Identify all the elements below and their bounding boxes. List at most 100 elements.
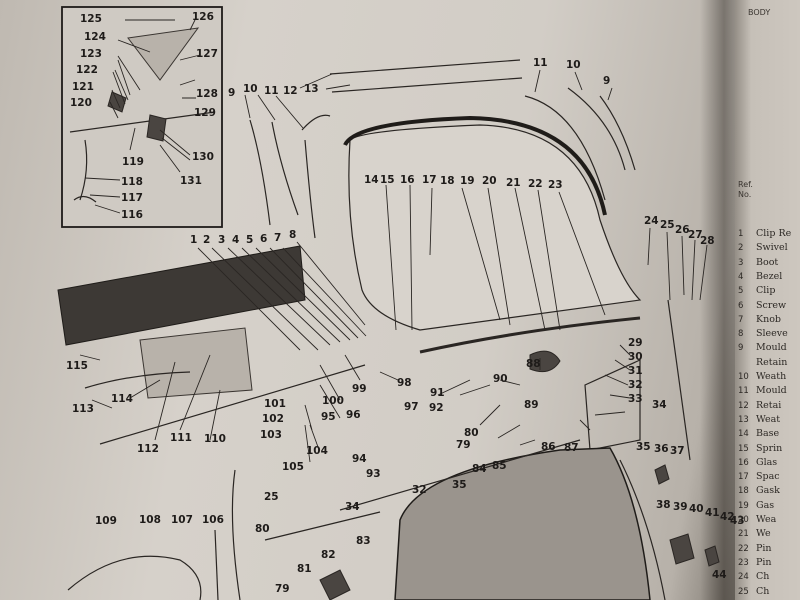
parts-list-description: Pin (756, 542, 772, 554)
callout-124: 124 (84, 31, 106, 43)
callout-40: 40 (689, 503, 704, 515)
callout-102: 102 (262, 413, 284, 425)
sill-rod (339, 439, 581, 511)
callout-11-right: 11 (533, 57, 548, 69)
parts-list-ref-number: 18 (738, 486, 749, 497)
callout-105: 105 (282, 461, 304, 473)
callout-109: 109 (95, 515, 117, 527)
callout-85: 85 (492, 460, 507, 472)
parts-list-description: Bezel (756, 270, 783, 282)
ref-heading-1: Ref. (738, 180, 753, 189)
callout-89: 89 (524, 399, 539, 411)
parts-list-ref-number: 23 (738, 557, 749, 568)
callout-10-right: 10 (566, 59, 581, 71)
callout-29: 29 (628, 337, 643, 349)
latch-assembly (529, 350, 561, 373)
callout-5: 5 (246, 234, 253, 246)
parts-list-description: Glas (756, 456, 778, 468)
callout-108: 108 (139, 514, 161, 526)
callout-13: 13 (304, 83, 319, 95)
book-gutter (700, 0, 740, 600)
callout-41: 41 (705, 507, 720, 519)
callout-80-low: 80 (255, 523, 270, 535)
inset-vent-housing (127, 27, 200, 81)
callout-42: 42 (720, 511, 735, 523)
callout-99: 99 (352, 383, 367, 395)
callout-128: 128 (196, 88, 218, 100)
parts-list-description: Boot (756, 256, 779, 268)
inset-cable (79, 139, 88, 201)
rear-channel (619, 459, 666, 600)
callout-30: 30 (628, 351, 643, 363)
callout-87: 87 (564, 442, 579, 454)
molding-right-11 (524, 95, 606, 201)
callout-16: 16 (400, 174, 415, 186)
callout-103: 103 (260, 429, 282, 441)
parts-list-ref-number: 16 (738, 457, 749, 468)
callout-104: 104 (306, 445, 328, 457)
parts-list-description: We (756, 528, 771, 540)
callout-34-low: 34 (345, 501, 360, 513)
parts-list-description: Clip (756, 285, 776, 297)
callout-93: 93 (366, 468, 381, 480)
callout-32-right: 32 (628, 379, 643, 391)
inset-hinge (146, 114, 167, 142)
parts-list-ref-number: 5 (738, 286, 744, 297)
callout-113: 113 (72, 403, 94, 415)
callout-79-mid: 79 (456, 439, 471, 451)
molding-upper-1 (329, 59, 521, 75)
callout-35-right: 35 (636, 441, 651, 453)
regulator-arm (84, 371, 191, 389)
parts-list-description: Clip Re (756, 228, 792, 239)
callout-106: 106 (202, 514, 224, 526)
callout-39: 39 (673, 501, 688, 513)
callout-33: 33 (628, 393, 643, 405)
callout-118: 118 (121, 176, 143, 188)
callout-88: 88 (526, 358, 541, 370)
callout-95: 95 (321, 411, 336, 423)
callout-21: 21 (506, 177, 521, 189)
callout-123: 123 (80, 48, 102, 60)
callout-44: 44 (712, 569, 727, 581)
parts-list-ref-number: 12 (738, 400, 749, 411)
callout-84: 84 (472, 463, 487, 475)
callout-127: 127 (196, 48, 218, 60)
callout-6: 6 (260, 233, 267, 245)
regulator-plate (139, 327, 253, 399)
parts-list-description: Mould (756, 385, 787, 397)
door-glass (394, 447, 651, 600)
molding-upper-2 (331, 77, 523, 93)
parts-list-ref-number: 3 (738, 257, 744, 268)
parts-list-description: Retai (756, 399, 782, 411)
pivot-82 (319, 569, 351, 600)
callout-92: 92 (429, 402, 444, 414)
callout-4: 4 (232, 234, 239, 246)
callout-23: 23 (548, 179, 563, 191)
callout-17: 17 (422, 174, 437, 186)
parts-list-ref-number: 21 (738, 529, 749, 540)
parts-list-description: Weat (756, 413, 781, 425)
callout-91: 91 (430, 387, 445, 399)
callout-27: 27 (688, 229, 703, 241)
rod-106 (214, 529, 219, 600)
callout-117: 117 (121, 192, 143, 204)
callout-130: 130 (192, 151, 214, 163)
parts-list-description: Sprin (756, 442, 783, 454)
callout-119: 119 (122, 156, 144, 168)
callout-22: 22 (528, 178, 543, 190)
callout-10-left: 10 (243, 83, 258, 95)
parts-list-ref-number: 25 (738, 586, 749, 597)
